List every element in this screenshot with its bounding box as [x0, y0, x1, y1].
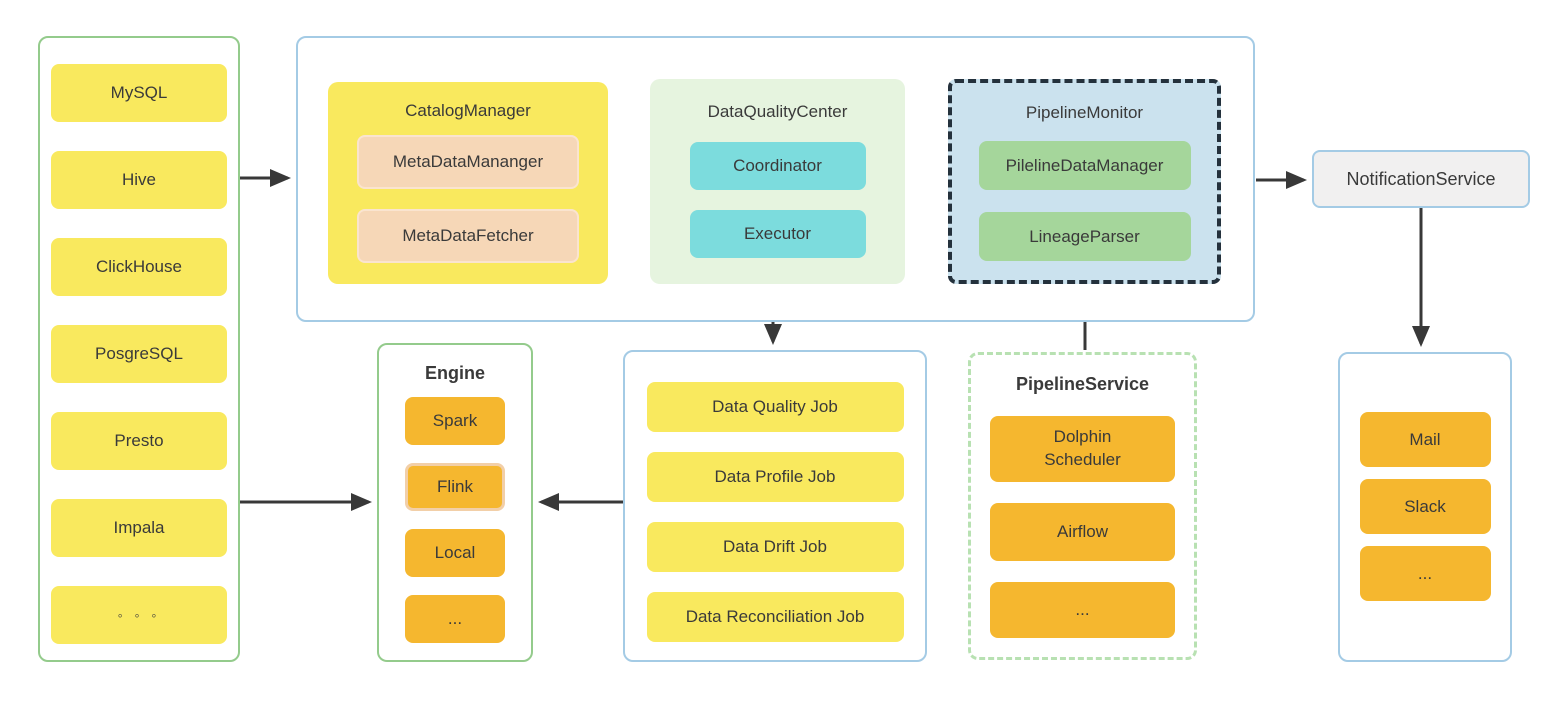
- jobs-panel: Data Quality Job Data Profile Job Data D…: [623, 350, 927, 662]
- node-pilelinedatamanager: PilelineDataManager: [978, 141, 1191, 190]
- catalog-manager-group: CatalogManager MetaDataMananger MetaData…: [328, 82, 608, 284]
- node-coordinator-label: Coordinator: [733, 156, 822, 175]
- node-lineageparser-label: LineageParser: [1029, 226, 1140, 246]
- node-channels-ellipsis: ...: [1359, 546, 1491, 601]
- node-data-quality-job-label: Data Quality Job: [712, 397, 838, 416]
- node-airflow-label: Airflow: [1056, 522, 1108, 541]
- node-metadatamananger-label: MetaDataMananger: [392, 152, 544, 171]
- platform-panel: CatalogManager MetaDataMananger MetaData…: [296, 36, 1255, 322]
- node-data-reconciliation-job-label: Data Reconciliation Job: [685, 607, 865, 626]
- node-hive: Hive: [51, 151, 227, 209]
- node-lineageparser: LineageParser: [978, 212, 1191, 261]
- node-data-quality-job: Data Quality Job: [646, 382, 904, 432]
- node-presto: Presto: [51, 412, 227, 470]
- node-clickhouse: ClickHouse: [51, 238, 227, 296]
- pipeline-monitor-group: PipelineMonitor PilelineDataManager Line…: [948, 79, 1221, 284]
- node-coordinator: Coordinator: [689, 142, 866, 190]
- node-mysql: MySQL: [51, 64, 227, 122]
- notification-service-node: NotificationService: [1312, 150, 1530, 208]
- node-datasource-ellipsis: ◦ ◦ ◦: [51, 586, 227, 644]
- node-local: Local: [405, 529, 505, 577]
- node-local-label: Local: [434, 543, 476, 562]
- node-airflow: Airflow: [990, 503, 1175, 561]
- pipeline-monitor-title: PipelineMonitor: [1025, 103, 1144, 122]
- data-quality-center-title: DataQualityCenter: [707, 102, 848, 121]
- catalog-manager-title: CatalogManager: [405, 101, 531, 120]
- node-presto-label: Presto: [114, 431, 164, 450]
- node-impala-label: Impala: [113, 518, 165, 537]
- node-slack: Slack: [1359, 479, 1491, 534]
- notification-service-label: NotificationService: [1346, 168, 1496, 189]
- node-spark-label: Spark: [432, 411, 478, 430]
- node-data-reconciliation-job: Data Reconciliation Job: [646, 592, 904, 642]
- node-posgresql-label: PosgreSQL: [95, 344, 183, 363]
- engine-title: Engine: [424, 363, 485, 383]
- node-engine-ellipsis: ...: [405, 595, 505, 643]
- node-mail-label: Mail: [1409, 429, 1441, 449]
- node-dolphin-scheduler-label: Dolphin Scheduler: [1044, 427, 1121, 469]
- node-data-drift-job: Data Drift Job: [646, 522, 904, 572]
- node-metadatamananger: MetaDataMananger: [357, 135, 579, 189]
- pipeline-service-title: PipelineService: [1015, 374, 1150, 394]
- node-mysql-label: MySQL: [110, 83, 168, 102]
- node-clickhouse-label: ClickHouse: [96, 257, 182, 276]
- node-executor-label: Executor: [743, 224, 812, 243]
- node-hive-label: Hive: [121, 170, 156, 189]
- node-datasource-ellipsis-label: ◦ ◦ ◦: [117, 607, 161, 623]
- node-slack-label: Slack: [1404, 496, 1446, 516]
- node-data-profile-job-label: Data Profile Job: [714, 467, 836, 486]
- node-posgresql: PosgreSQL: [51, 325, 227, 383]
- node-executor: Executor: [689, 210, 866, 258]
- data-quality-center-group: DataQualityCenter Coordinator Executor: [650, 79, 905, 284]
- node-engine-ellipsis-label: ...: [447, 609, 463, 628]
- node-channels-ellipsis-label: ...: [1417, 563, 1433, 583]
- node-spark: Spark: [405, 397, 505, 445]
- node-pipeline-service-ellipsis-label: ...: [1075, 600, 1090, 619]
- node-flink-label: Flink: [437, 477, 473, 496]
- node-mail: Mail: [1359, 412, 1491, 467]
- pipeline-service-panel: PipelineService Dolphin Scheduler Airflo…: [968, 352, 1197, 660]
- node-data-drift-job-label: Data Drift Job: [723, 537, 827, 556]
- node-data-profile-job: Data Profile Job: [646, 452, 904, 502]
- node-metadatafetcher-label: MetaDataFetcher: [402, 226, 534, 245]
- node-dolphin-scheduler: Dolphin Scheduler: [990, 416, 1175, 482]
- node-flink: Flink: [405, 463, 505, 511]
- node-impala: Impala: [51, 499, 227, 557]
- datasource-panel: MySQL Hive ClickHouse PosgreSQL Presto I…: [38, 36, 240, 662]
- node-pipeline-service-ellipsis: ...: [990, 582, 1175, 638]
- node-pilelinedatamanager-label: PilelineDataManager: [1005, 155, 1164, 175]
- node-metadatafetcher: MetaDataFetcher: [357, 209, 579, 263]
- engine-panel: Engine Spark Flink Local ...: [377, 343, 533, 662]
- notification-channels-panel: Mail Slack ...: [1338, 352, 1512, 662]
